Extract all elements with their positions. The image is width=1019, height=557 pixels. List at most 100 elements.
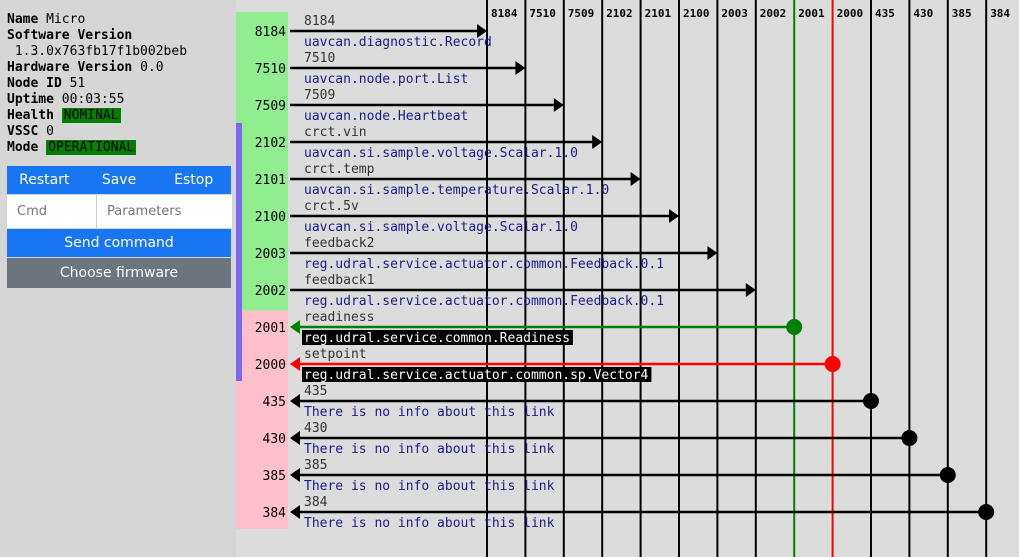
data-type: There is no info about this link [304, 442, 555, 457]
column-header: 385 [952, 7, 972, 20]
service-bar [236, 123, 242, 381]
hw-version-row: Hardware Version 0.0 [7, 60, 187, 76]
subscribe-dot [786, 319, 803, 335]
sw-version-value: 1.3.0x763fb17f1b002beb [14, 44, 188, 59]
mode-label: Mode [7, 140, 39, 155]
data-type: reg.udral.service.actuator.common.Feedba… [304, 294, 664, 309]
data-type: uavcan.si.sample.temperature.Scalar.1.0 [304, 183, 609, 198]
node-id-value: 51 [69, 76, 86, 91]
data-type: There is no info about this link [304, 405, 555, 420]
subscribe-arrow [290, 431, 300, 445]
choose-firmware-button[interactable]: Choose firmware [7, 258, 231, 288]
port-label: 2102 [255, 136, 286, 151]
port-label: 2000 [255, 358, 286, 373]
column-header: 8184 [491, 7, 518, 20]
node-id-label: Node ID [7, 76, 62, 91]
port-diagram: 8184 7510 7509 2102 2101 2100 2003 2002 2001 2000… [236, 0, 1010, 557]
mode-row: Mode OPERATIONAL [7, 140, 187, 156]
sw-version-row: Software Version [7, 28, 187, 44]
column-header: 2101 [645, 7, 672, 20]
column-header: 2002 [760, 7, 787, 20]
vssc-label: VSSC [7, 124, 39, 139]
column-header: 2001 [798, 7, 825, 20]
publish-arrow [515, 61, 526, 75]
topic-name: 435 [304, 384, 327, 399]
column-header: 2102 [606, 7, 633, 20]
publish-arrow [592, 135, 603, 149]
data-type: reg.udral.service.actuator.common.sp.Vec… [304, 368, 649, 383]
publish-arrow [745, 283, 756, 297]
port-label: 435 [263, 395, 286, 410]
subscribe-dot [939, 467, 956, 483]
name-value: Micro [46, 12, 86, 27]
column-header: 7509 [568, 7, 595, 20]
data-type: uavcan.node.Heartbeat [304, 109, 468, 124]
cmd-input[interactable] [7, 195, 97, 228]
node-info-panel: Name Micro Software Version 1.3.0x763fb1… [0, 0, 236, 557]
node-id-row: Node ID 51 [7, 76, 187, 92]
port-label: 2100 [255, 210, 286, 225]
save-button[interactable]: Save [101, 172, 137, 188]
port-label: 8184 [255, 25, 286, 40]
column-header: 435 [875, 7, 895, 20]
data-type: uavcan.node.port.List [304, 72, 468, 87]
data-type: reg.udral.service.actuator.common.Feedba… [304, 257, 664, 272]
subscribe-dot [863, 393, 879, 409]
publish-arrow [707, 246, 718, 260]
topic-name: 7509 [304, 88, 335, 103]
publish-block [236, 12, 288, 311]
restart-button[interactable]: Restart [19, 172, 70, 188]
port-label: 385 [263, 469, 286, 484]
sw-version-value-row: 1.3.0x763fb17f1b002beb [7, 44, 187, 60]
publish-arrow [669, 209, 679, 223]
command-input-row [7, 195, 232, 228]
uptime-value: 00:03:55 [61, 92, 125, 107]
name-label: Name [7, 12, 39, 27]
column-header: 2000 [837, 7, 864, 20]
topic-name: 7510 [304, 51, 335, 66]
port-label: 384 [263, 506, 287, 521]
estop-button[interactable]: Estop [174, 172, 214, 188]
uptime-row: Uptime 00:03:55 [7, 92, 187, 108]
column-header: 2100 [683, 7, 710, 20]
send-command-button[interactable]: Send command [7, 229, 231, 257]
health-row: Health NOMINAL [7, 108, 187, 124]
uptime-label: Uptime [7, 92, 54, 107]
subscribe-block [236, 310, 288, 529]
subscribe-arrow [290, 468, 300, 482]
health-label: Health [7, 108, 54, 123]
data-type: uavcan.si.sample.voltage.Scalar.1.0 [304, 146, 578, 161]
topic-name: crct.5v [304, 199, 359, 214]
port-label: 2001 [255, 321, 286, 336]
data-type: reg.udral.service.common.Readiness [304, 331, 570, 346]
publish-arrow [630, 172, 641, 186]
topic-name: 384 [304, 495, 328, 510]
topic-name: 8184 [304, 14, 335, 29]
column-header: 7510 [529, 7, 556, 20]
topic-name: 385 [304, 458, 327, 473]
node-action-bar: Restart Save Estop [7, 166, 231, 194]
sw-version-label: Software Version [7, 28, 133, 43]
topic-name: crct.temp [304, 162, 375, 177]
port-label: 7509 [255, 99, 286, 114]
topic-name: crct.vin [304, 125, 367, 140]
column-header: 2003 [721, 7, 748, 20]
mode-badge: OPERATIONAL [46, 140, 137, 155]
vssc-value: 0 [46, 124, 54, 139]
subscribe-dot [901, 430, 918, 446]
node-name-row: Name Micro [7, 12, 187, 28]
data-type: There is no info about this link [304, 516, 555, 531]
topic-name: feedback1 [304, 273, 374, 288]
health-badge: NOMINAL [61, 108, 121, 123]
publish-arrow [477, 24, 487, 38]
type-highlight-bg [302, 330, 573, 345]
subscribe-arrow [290, 320, 300, 334]
data-type: uavcan.diagnostic.Record [304, 35, 492, 50]
hw-version-label: Hardware Version [7, 60, 133, 75]
column-header: 430 [913, 7, 933, 20]
publish-arrow [553, 98, 564, 112]
topic-name: feedback2 [304, 236, 374, 251]
type-highlight-bg [302, 367, 652, 382]
port-label: 2101 [255, 173, 286, 188]
parameters-input[interactable] [97, 195, 232, 228]
